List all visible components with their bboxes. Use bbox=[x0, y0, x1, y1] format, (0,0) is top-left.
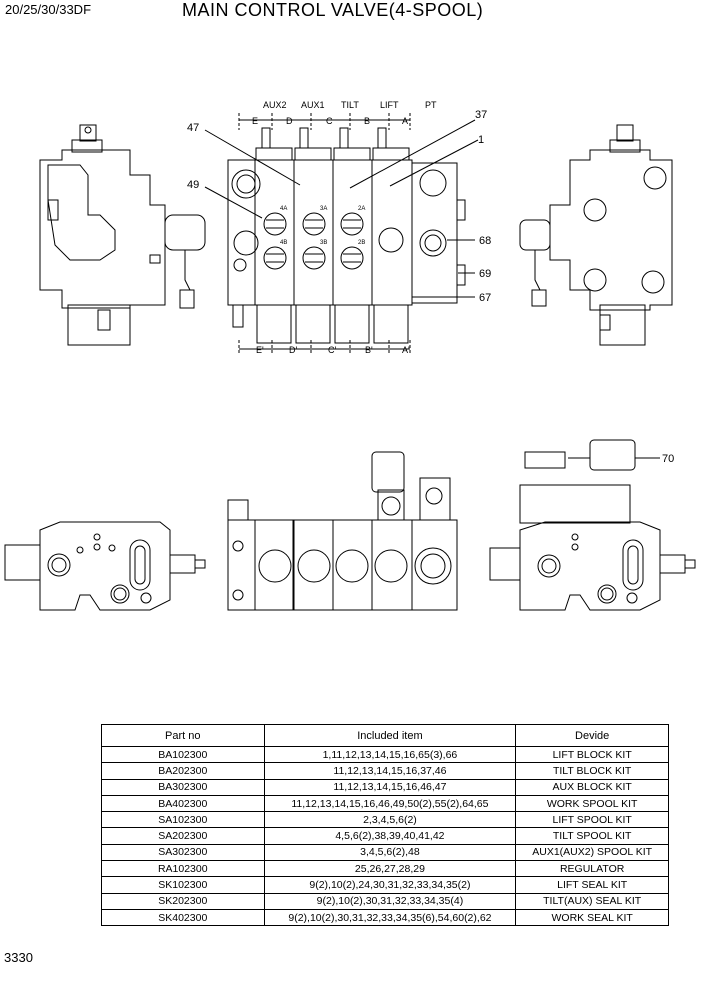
included-item-cell: 3,4,5,6(2),48 bbox=[263, 843, 517, 862]
devide-cell: LIFT BLOCK KIT bbox=[515, 745, 669, 764]
port-mark-4a: 4A bbox=[280, 206, 287, 212]
callout-70: 70 bbox=[662, 453, 674, 465]
devide-cell: WORK SPOOL KIT bbox=[515, 794, 669, 813]
top-view bbox=[227, 451, 458, 611]
page-number: 3330 bbox=[4, 950, 33, 965]
part-no-cell: SK402300 bbox=[101, 908, 265, 927]
port-bottom-b: B' bbox=[365, 345, 373, 355]
included-item-cell: 9(2),10(2),24,30,31,32,33,34,35(2) bbox=[263, 876, 517, 894]
part-no-cell: BA102300 bbox=[101, 745, 265, 764]
devide-cell: WORK SEAL KIT bbox=[515, 908, 669, 927]
table-header-row: Part no Included item Devide bbox=[101, 724, 669, 747]
included-item-cell: 9(2),10(2),30,31,32,33,34,35(4) bbox=[263, 892, 517, 910]
devide-cell: REGULATOR bbox=[515, 860, 669, 878]
port-top-d: D bbox=[286, 116, 293, 126]
included-item-cell: 11,12,13,14,15,16,46,49,50(2),55(2),64,6… bbox=[263, 794, 517, 813]
part-no-cell: SK102300 bbox=[101, 876, 265, 894]
part-no-cell: SA202300 bbox=[101, 827, 265, 845]
end-view-left bbox=[4, 521, 206, 611]
part-no-cell: BA302300 bbox=[101, 778, 265, 796]
devide-cell: TILT(AUX) SEAL KIT bbox=[515, 892, 669, 910]
included-item-cell: 1,11,12,13,14,15,16,65(3),66 bbox=[263, 745, 517, 764]
header-part-no: Part no bbox=[101, 724, 265, 747]
spool-label-lift: LIFT bbox=[380, 100, 399, 110]
part-no-cell: RA102300 bbox=[101, 860, 265, 878]
part-no-cell: SA302300 bbox=[101, 843, 265, 862]
devide-cell: AUX BLOCK KIT bbox=[515, 778, 669, 796]
port-mark-4b: 4B bbox=[280, 240, 287, 246]
part-no-cell: BA202300 bbox=[101, 762, 265, 780]
callout-1: 1 bbox=[478, 134, 484, 146]
port-top-c: C bbox=[326, 116, 333, 126]
included-item-cell: 11,12,13,14,15,16,46,47 bbox=[263, 778, 517, 796]
included-item-cell: 25,26,27,28,29 bbox=[263, 860, 517, 878]
included-item-cell: 4,5,6(2),38,39,40,41,42 bbox=[263, 827, 517, 845]
page-title: MAIN CONTROL VALVE(4-SPOOL) bbox=[182, 0, 484, 20]
callout-37: 37 bbox=[475, 109, 487, 121]
header-devide: Devide bbox=[515, 724, 669, 747]
valve-drawing: AUX2 AUX1 TILT LIFT PT E D C B A bbox=[4, 100, 696, 611]
callout-49: 49 bbox=[187, 179, 199, 191]
port-bottom-a: A' bbox=[402, 345, 410, 355]
devide-cell: LIFT SPOOL KIT bbox=[515, 811, 669, 829]
callout-67: 67 bbox=[479, 292, 491, 304]
part-no-cell: SK202300 bbox=[101, 892, 265, 910]
port-mark-2a: 2A bbox=[358, 206, 365, 212]
callout-47: 47 bbox=[187, 122, 199, 134]
header-included-item: Included item bbox=[263, 724, 517, 747]
port-mark-2b: 2B bbox=[358, 240, 365, 246]
spool-label-pt: PT bbox=[425, 100, 437, 110]
devide-cell: AUX1(AUX2) SPOOL KIT bbox=[515, 843, 669, 862]
spool-label-tilt: TILT bbox=[341, 100, 359, 110]
port-top-a: A bbox=[402, 116, 408, 126]
side-view-right bbox=[519, 124, 673, 346]
model-code: 20/25/30/33DF bbox=[5, 2, 92, 17]
part-no-cell: SA102300 bbox=[101, 811, 265, 829]
port-bottom-e: E' bbox=[256, 345, 264, 355]
port-top-b: B bbox=[364, 116, 370, 126]
port-bottom-d: D' bbox=[289, 345, 297, 355]
port-top-e: E bbox=[252, 116, 258, 126]
spool-label-aux2: AUX2 bbox=[263, 100, 287, 110]
callout-68: 68 bbox=[479, 235, 491, 247]
side-view-left bbox=[39, 124, 206, 346]
part-no-cell: BA402300 bbox=[101, 794, 265, 813]
devide-cell: TILT SPOOL KIT bbox=[515, 827, 669, 845]
spool-label-aux1: AUX1 bbox=[301, 100, 325, 110]
included-item-cell: 11,12,13,14,15,16,37,46 bbox=[263, 762, 517, 780]
devide-cell: LIFT SEAL KIT bbox=[515, 876, 669, 894]
devide-cell: TILT BLOCK KIT bbox=[515, 762, 669, 780]
included-item-cell: 2,3,4,5,6(2) bbox=[263, 811, 517, 829]
port-mark-3b: 3B bbox=[320, 240, 327, 246]
end-view-right: 70 bbox=[489, 439, 696, 611]
front-view: AUX2 AUX1 TILT LIFT PT E D C B A bbox=[187, 100, 491, 355]
port-bottom-c: C' bbox=[328, 345, 336, 355]
callout-69: 69 bbox=[479, 268, 491, 280]
included-item-cell: 9(2),10(2),30,31,32,33,34,35(6),54,60(2)… bbox=[263, 908, 517, 927]
port-mark-3a: 3A bbox=[320, 206, 327, 212]
